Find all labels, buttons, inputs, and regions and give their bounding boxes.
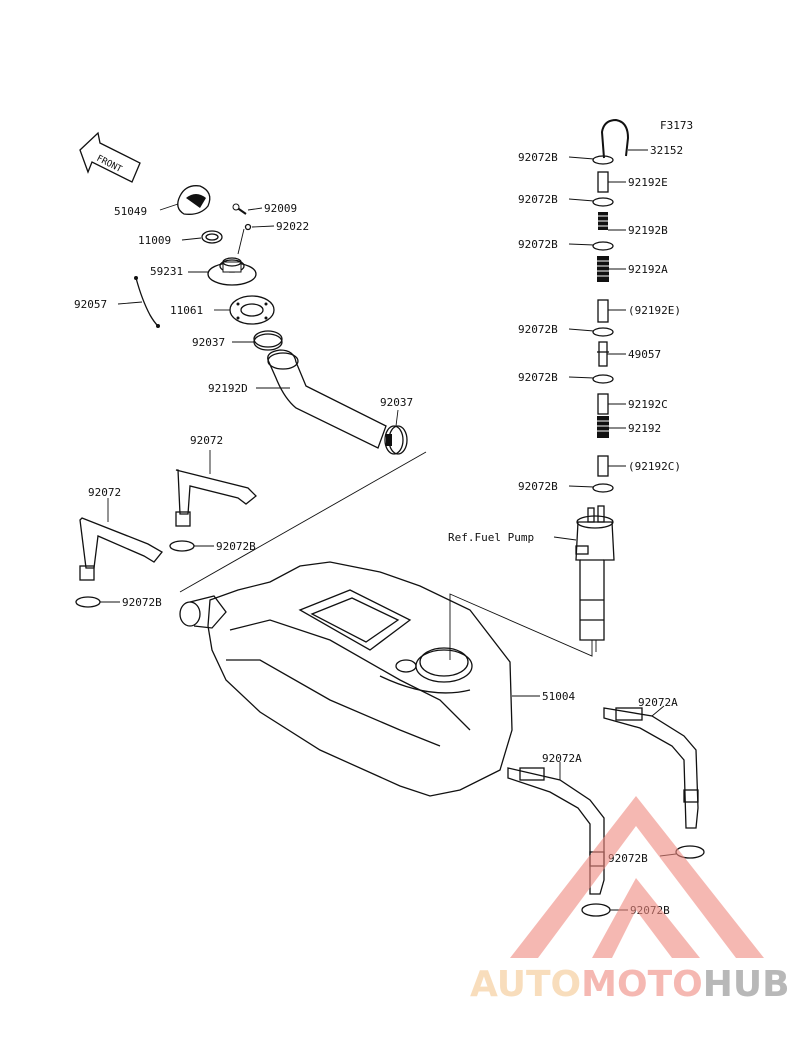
clamp-5: [592, 374, 614, 384]
strap-92072-lower: [79, 498, 163, 581]
spring-92192: [595, 416, 611, 438]
label-92072-2: 92072: [88, 486, 121, 499]
svg-text:AUTOMOTOHUB: AUTOMOTOHUB: [470, 964, 790, 1005]
label-92072A-1: 92072A: [638, 696, 678, 709]
label-92022: 92022: [276, 220, 309, 233]
label-92072B-R1: 92072B: [608, 852, 648, 865]
label-92192A: 92192A: [628, 263, 668, 276]
clamp-1: [592, 155, 614, 165]
hose-32152: [600, 118, 630, 159]
label-11009: 11009: [138, 234, 171, 247]
clip-92072B-left-1: [169, 540, 214, 552]
neck-59231: [207, 257, 257, 286]
cap-51049: [177, 185, 211, 215]
watermark-auto: AUTO: [470, 964, 581, 1005]
label-92072A-2: 92072A: [542, 752, 582, 765]
plate-11061: [229, 295, 275, 325]
clamp-6: [592, 483, 614, 493]
label-92009: 92009: [264, 202, 297, 215]
fuel-tank-51004: [179, 451, 540, 797]
tube-92192C: [597, 393, 609, 415]
washer-92022: [244, 223, 252, 231]
watermark-hub: HUB: [703, 964, 790, 1005]
screw-92009: [232, 203, 247, 215]
label-92072-1: 92072: [190, 434, 223, 447]
label-49057: 49057: [628, 348, 661, 361]
front-arrow: FRONT: [79, 131, 141, 183]
label-92072B-L1: 92072B: [216, 540, 256, 553]
strap-92072-upper: [175, 450, 257, 527]
label-92192C: 92192C: [628, 398, 668, 411]
label-92192E: 92192E: [628, 176, 668, 189]
gasket-11009: [201, 230, 223, 244]
label-92192E-ref: (92192E): [628, 304, 681, 317]
strap-92057: [134, 276, 160, 328]
watermark-moto: MOTO: [581, 964, 703, 1005]
spring-92192B: [596, 212, 610, 230]
label-92072B-L2: 92072B: [122, 596, 162, 609]
fuel-pump-stack: [449, 118, 648, 660]
label-51004: 51004: [542, 690, 575, 703]
fuel-pump: [575, 505, 615, 652]
label-92072B-4: 92072B: [518, 323, 558, 336]
label-92072B-2: 92072B: [518, 193, 558, 206]
tube-92192E: [597, 171, 609, 193]
clamp-92037-top: [253, 330, 283, 351]
label-51049: 51049: [114, 205, 147, 218]
label-92057: 92057: [74, 298, 107, 311]
tube-92192C-ref: [597, 455, 609, 477]
clip-92072B-left-2: [75, 596, 120, 608]
label-11061: 11061: [170, 304, 203, 317]
label-92072B-1: 92072B: [518, 151, 558, 164]
clamp-92037-bottom: [384, 425, 408, 455]
label-92192: 92192: [628, 422, 661, 435]
label-92037-2: 92037: [380, 396, 413, 409]
label-32152: 32152: [650, 144, 683, 157]
spring-92192A: [595, 256, 611, 282]
label-fuel-pump-ref: Ref.Fuel Pump: [448, 531, 534, 544]
figure-code: F3173: [660, 119, 693, 132]
watermark-logo: AUTOMOTOHUB: [470, 796, 790, 1005]
label-92192C-ref: (92192C): [628, 460, 681, 473]
front-label: FRONT: [95, 154, 124, 175]
label-59231: 59231: [150, 265, 183, 278]
label-92072B-6: 92072B: [518, 480, 558, 493]
label-92037-1: 92037: [192, 336, 225, 349]
tube-92192E-ref: [597, 299, 609, 323]
filler-cap-assembly: [117, 185, 408, 455]
strap-92072A-right: [603, 705, 699, 829]
clamp-3: [592, 241, 614, 251]
label-92192B: 92192B: [628, 224, 668, 237]
label-92072B-5: 92072B: [518, 371, 558, 384]
clamp-2: [592, 197, 614, 207]
clamp-4: [592, 327, 614, 337]
hose-92192D: [267, 349, 387, 449]
label-92192D: 92192D: [208, 382, 248, 395]
label-92072B-3: 92072B: [518, 238, 558, 251]
